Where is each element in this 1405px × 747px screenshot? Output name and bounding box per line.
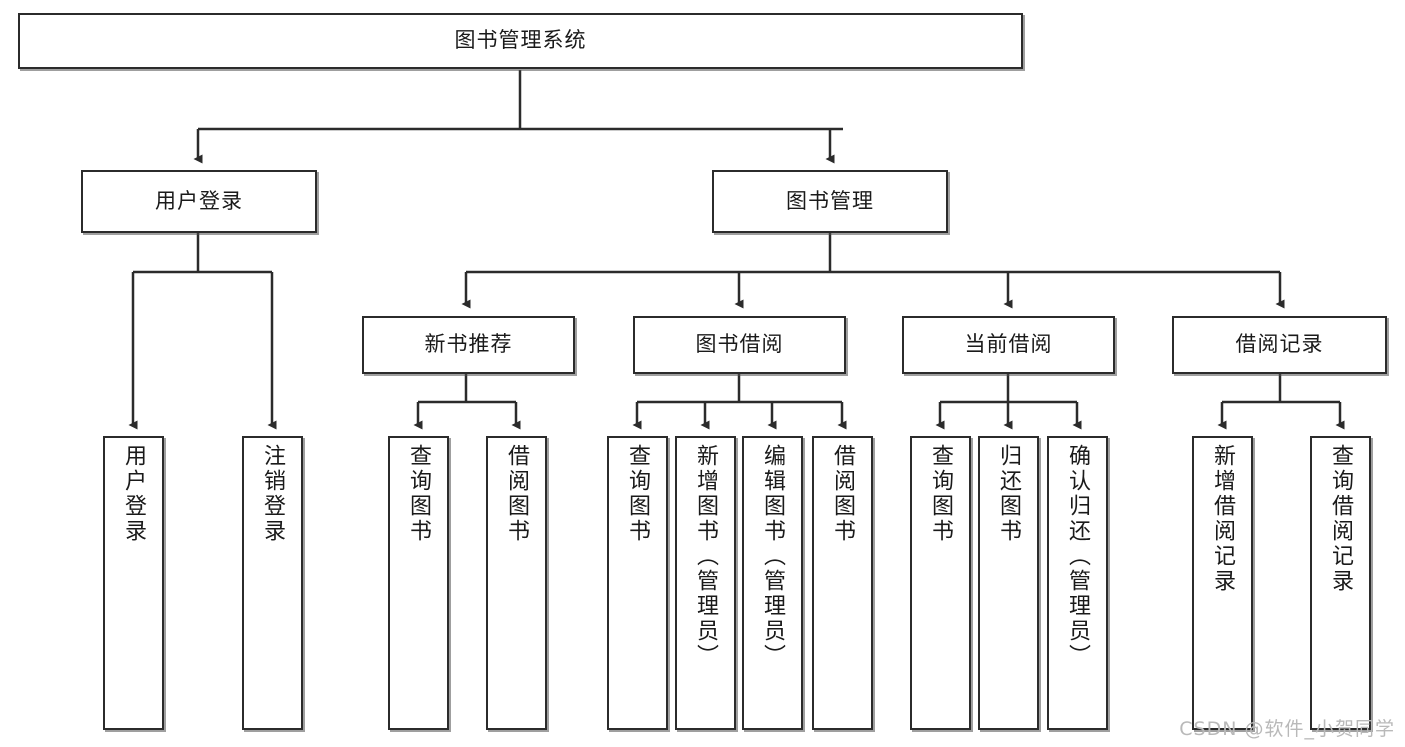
node-new-book-recommend[interactable]: 新书推荐 (362, 316, 575, 374)
node-leaf-user-login[interactable]: 用户登录 (103, 436, 164, 730)
node-label: 借阅图书 (504, 444, 530, 544)
node-label: 查询图书 (625, 444, 651, 544)
node-leaf-confirm-return-admin[interactable]: 确认归还（管理员） (1047, 436, 1108, 730)
node-label: 图书管理 (786, 188, 874, 213)
node-leaf-add-borrow-record[interactable]: 新增借阅记录 (1192, 436, 1253, 730)
node-label: 借阅记录 (1235, 332, 1324, 357)
node-label: 新增图书（管理员） (693, 444, 719, 669)
node-label: 编辑图书（管理员） (760, 444, 786, 669)
node-root-book-management-system[interactable]: 图书管理系统 (18, 13, 1023, 69)
node-leaf-query-book-recommend[interactable]: 查询图书 (388, 436, 449, 730)
node-label: 用户登录 (155, 188, 243, 213)
node-label: 图书管理系统 (454, 28, 587, 53)
node-leaf-borrow-book[interactable]: 借阅图书 (812, 436, 873, 730)
node-label: 新增借阅记录 (1210, 444, 1236, 594)
node-label: 归还图书 (996, 444, 1022, 544)
node-label: 借阅图书 (830, 444, 856, 544)
node-user-login[interactable]: 用户登录 (81, 170, 317, 233)
node-label: 当前借阅 (964, 332, 1053, 357)
node-label: 确认归还（管理员） (1065, 444, 1091, 669)
node-leaf-query-borrow-record[interactable]: 查询借阅记录 (1310, 436, 1371, 730)
node-leaf-edit-book-admin[interactable]: 编辑图书（管理员） (742, 436, 803, 730)
node-label: 新书推荐 (424, 332, 513, 357)
node-leaf-borrow-book-recommend[interactable]: 借阅图书 (486, 436, 547, 730)
node-leaf-logout[interactable]: 注销登录 (242, 436, 303, 730)
node-label: 注销登录 (260, 444, 286, 544)
node-borrow-records[interactable]: 借阅记录 (1172, 316, 1387, 374)
node-current-borrow[interactable]: 当前借阅 (902, 316, 1115, 374)
node-leaf-return-book[interactable]: 归还图书 (978, 436, 1039, 730)
node-leaf-add-book-admin[interactable]: 新增图书（管理员） (675, 436, 736, 730)
node-leaf-query-book-current[interactable]: 查询图书 (910, 436, 971, 730)
node-label: 用户登录 (121, 444, 147, 544)
node-label: 查询借阅记录 (1328, 444, 1354, 594)
node-leaf-query-book-borrow[interactable]: 查询图书 (607, 436, 668, 730)
node-book-borrow[interactable]: 图书借阅 (633, 316, 846, 374)
node-label: 查询图书 (406, 444, 432, 544)
node-label: 查询图书 (928, 444, 954, 544)
node-book-management[interactable]: 图书管理 (712, 170, 948, 233)
node-label: 图书借阅 (695, 332, 784, 357)
